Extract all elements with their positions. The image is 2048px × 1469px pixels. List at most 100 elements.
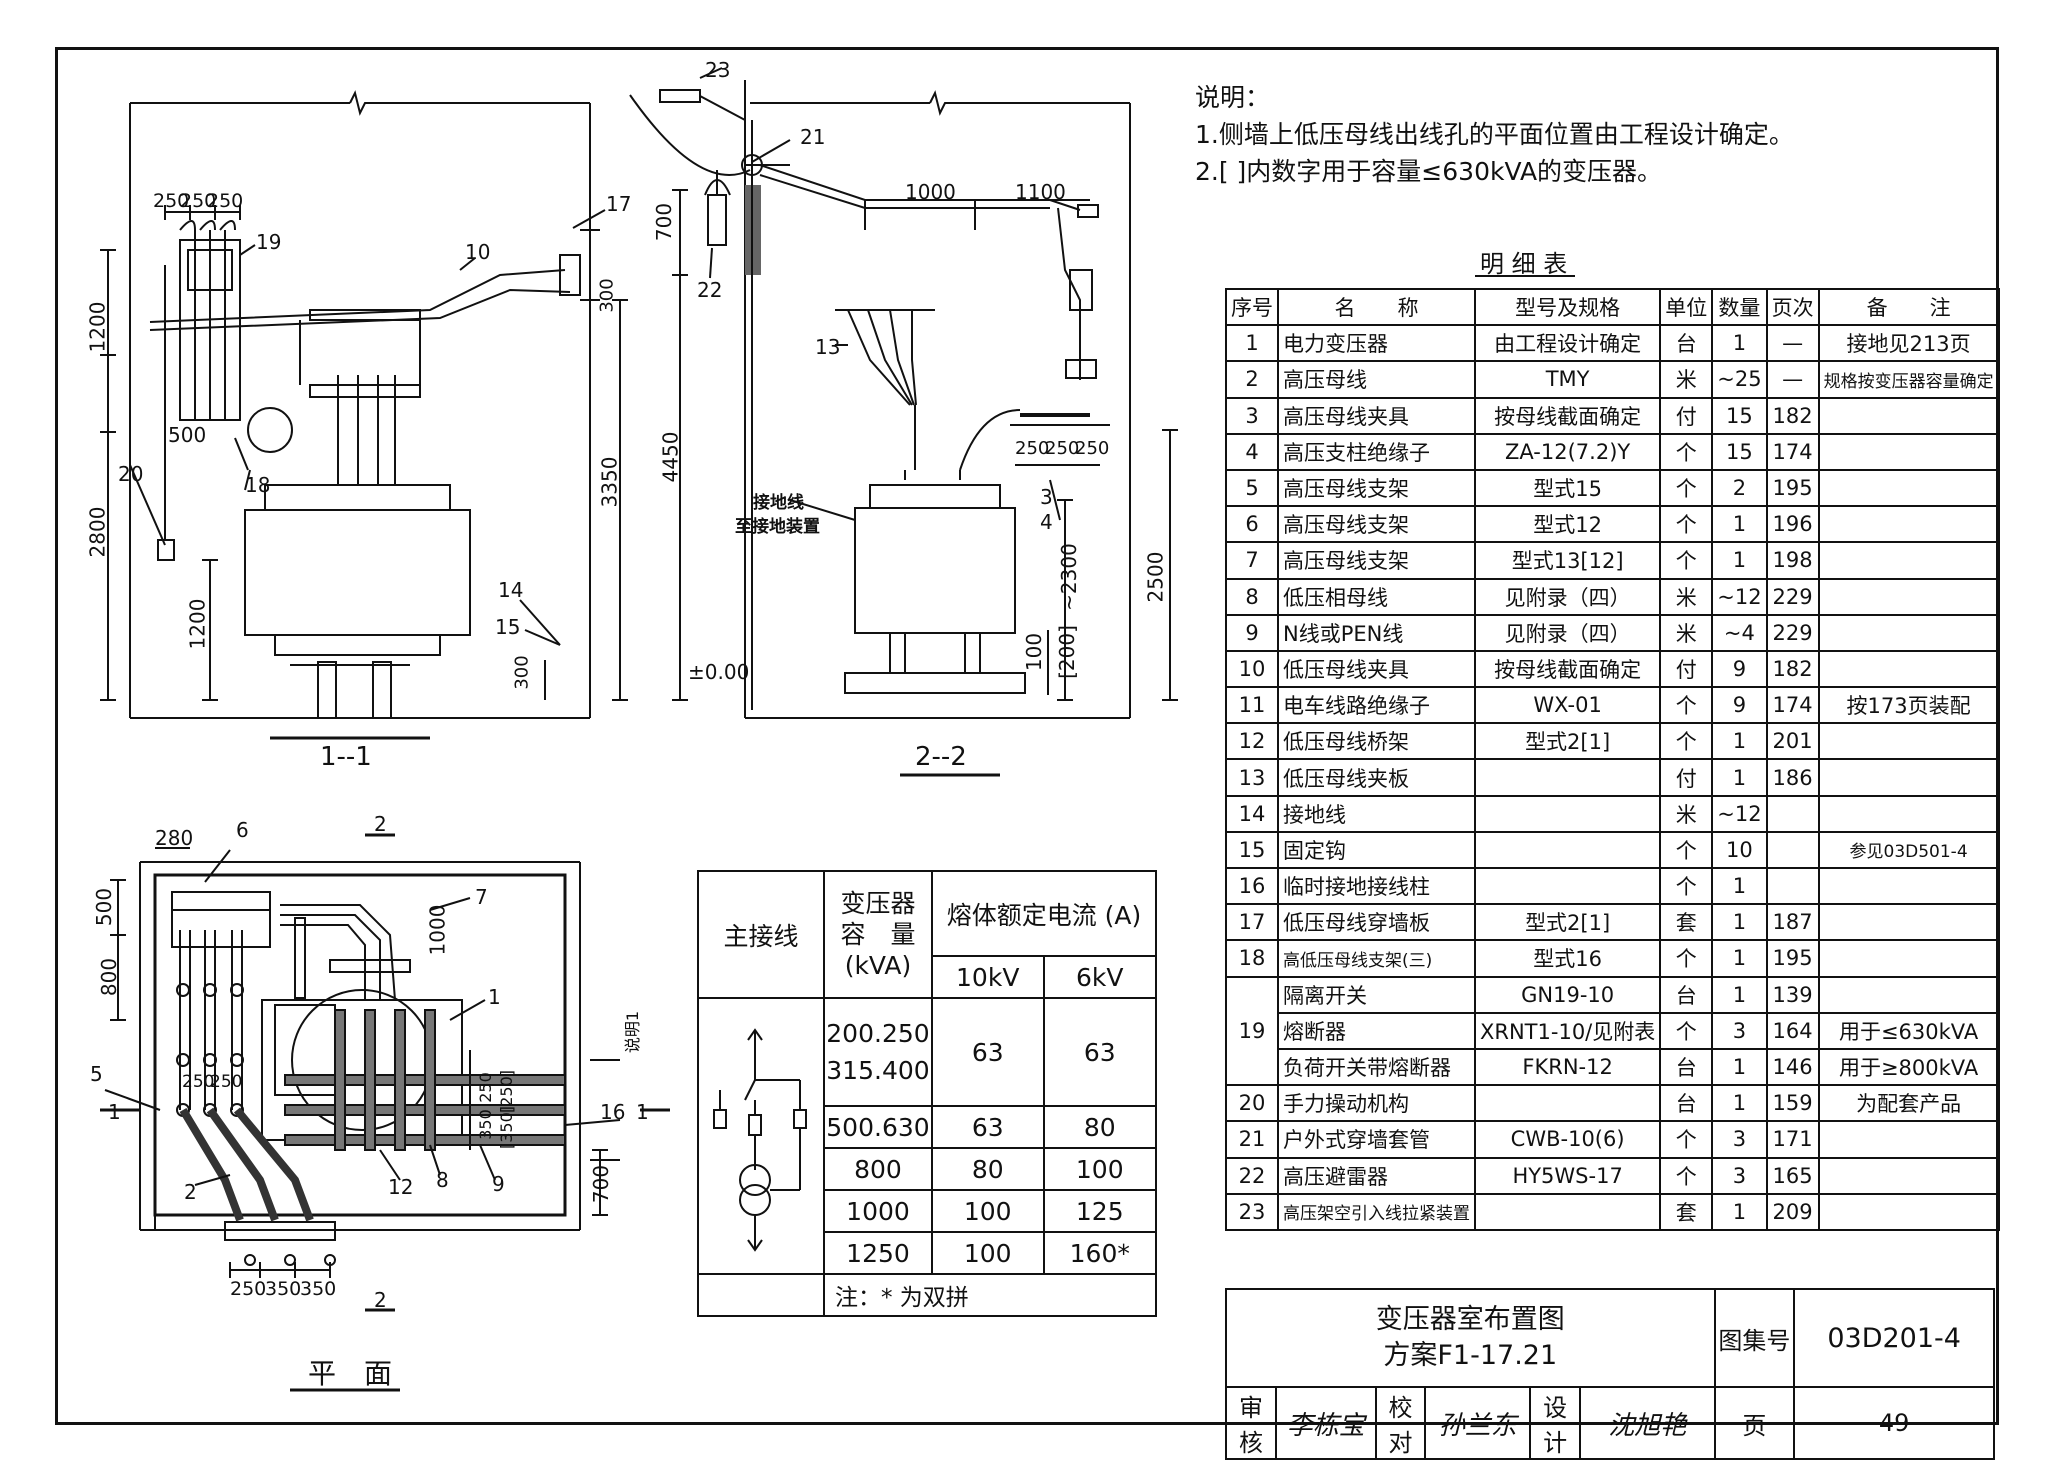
plan-dim-350-a: 350 xyxy=(475,1109,495,1140)
s1-dim-250-a: 250 xyxy=(153,190,190,212)
parts-cell-qty: 3 xyxy=(1711,1120,1768,1159)
plan-dim-250-c: 250 xyxy=(475,1072,495,1103)
parts-cell-no: 7 xyxy=(1225,541,1279,580)
s2-ground-text-2: 至接地装置 xyxy=(735,517,820,537)
s1-dim-1200-top: 1200 xyxy=(85,301,110,353)
parts-cell-page: 196 xyxy=(1765,505,1820,544)
parts-cell-qty: ~12 xyxy=(1711,794,1768,833)
kva-500-630: 500.630 xyxy=(823,1105,933,1149)
parts-cell-spec: ZA-12(7.2)Y xyxy=(1473,432,1662,471)
capacity-header-3: (kVA) xyxy=(844,951,912,981)
parts-cell-remark xyxy=(1817,613,2000,652)
capacity-header-1: 变压器 xyxy=(840,888,916,918)
parts-cell-page: 198 xyxy=(1765,541,1820,580)
plan-callout-5: 5 xyxy=(90,1062,103,1086)
s1-dim-1200-bottom: 1200 xyxy=(185,598,210,650)
a6-row-5: 160* xyxy=(1042,1231,1157,1275)
parts-cell-no: 19 xyxy=(1225,975,1279,1087)
plan-dim-250-a: 250 xyxy=(182,1072,215,1092)
parts-cell-no: 21 xyxy=(1225,1120,1279,1159)
parts-cell-remark xyxy=(1817,468,2000,508)
parts-cell-spec xyxy=(1473,1084,1662,1123)
parts-cell-unit: 个 xyxy=(1659,432,1714,471)
parts-cell-name: N线或PEN线 xyxy=(1277,613,1476,652)
parts-cell-remark xyxy=(1817,649,2000,689)
plan-drawing xyxy=(100,833,670,1392)
page-label: 页 xyxy=(1713,1386,1796,1460)
s1-callout-15: 15 xyxy=(495,615,521,639)
parts-cell-spec: 由工程设计确定 xyxy=(1473,324,1662,363)
parts-cell-remark xyxy=(1817,432,2000,471)
design-signature: 沈旭艳 xyxy=(1579,1386,1716,1460)
plan-section-mark-2-bottom: 2 xyxy=(374,1288,387,1312)
parts-cell-no: 5 xyxy=(1225,468,1279,508)
parts-cell-spec: CWB-10(6) xyxy=(1473,1120,1662,1159)
parts-cell-name: 熔断器 xyxy=(1277,1011,1476,1050)
header-spec: 型号及规格 xyxy=(1473,287,1662,327)
s1-callout-14: 14 xyxy=(498,578,524,602)
parts-cell-qty: 1 xyxy=(1711,324,1768,363)
parts-cell-qty: ~25 xyxy=(1711,360,1768,399)
plan-callout-16: 16 xyxy=(600,1100,626,1124)
capacity-header-2: 容 量 xyxy=(840,919,916,949)
parts-cell-spec: 型式15 xyxy=(1473,468,1662,508)
parts-cell-qty: 2 xyxy=(1711,468,1768,508)
a10-row-1: 63 xyxy=(930,997,1045,1107)
s2-callout-3: 3 xyxy=(1040,485,1053,509)
section-1-1-caption: 1--1 xyxy=(320,742,372,772)
parts-cell-name: 接地线 xyxy=(1277,794,1476,833)
atlas-number: 03D201-4 xyxy=(1793,1288,1995,1388)
parts-cell-spec: XRNT1-10/见附表 xyxy=(1473,1011,1662,1050)
s2-dim-4450: 4450 xyxy=(658,431,683,483)
s2-dim-250-c: 250 xyxy=(1075,438,1110,459)
kva-200-250: 200.250 xyxy=(826,1018,930,1048)
parts-cell-unit: 米 xyxy=(1659,613,1714,652)
parts-cell-spec xyxy=(1473,866,1662,906)
parts-cell-page: 209 xyxy=(1765,1192,1820,1231)
parts-cell-name: 低压母线穿墙板 xyxy=(1277,903,1476,942)
parts-cell-no: 2 xyxy=(1225,360,1279,399)
plan-section-mark-1-left: 1 xyxy=(108,1100,121,1124)
plan-section-mark-1-right: 1 xyxy=(636,1100,649,1124)
s1-callout-18: 18 xyxy=(245,473,271,497)
parts-cell-no: 22 xyxy=(1225,1156,1279,1195)
parts-cell-unit: 个 xyxy=(1659,1120,1714,1159)
parts-cell-name: 高压母线支架 xyxy=(1277,541,1476,580)
parts-cell-name: 电力变压器 xyxy=(1277,324,1476,363)
parts-cell-unit: 付 xyxy=(1659,758,1714,797)
parts-cell-name: 隔离开关 xyxy=(1277,975,1476,1014)
review-label: 审核 xyxy=(1225,1386,1277,1460)
parts-cell-qty: 1 xyxy=(1711,903,1768,942)
s2-callout-4: 4 xyxy=(1040,510,1053,534)
parts-cell-page: 146 xyxy=(1765,1047,1820,1087)
plan-dim-1000: 1000 xyxy=(425,904,450,956)
s1-dim-250-b: 250 xyxy=(180,190,217,212)
section-1-1-drawing xyxy=(100,90,628,740)
a10-row-3: 80 xyxy=(930,1147,1045,1191)
kva-1000: 1000 xyxy=(823,1189,933,1233)
plan-dim-350-bottom-b: 350 xyxy=(300,1278,337,1300)
s2-dim-250-a: 250 xyxy=(1015,438,1050,459)
parts-cell-page: 171 xyxy=(1765,1120,1820,1159)
parts-cell-name: 高压母线夹具 xyxy=(1277,396,1476,435)
parts-cell-qty: 1 xyxy=(1711,541,1768,580)
parts-cell-page: 182 xyxy=(1765,649,1820,689)
parts-cell-spec: 型式2[1] xyxy=(1473,903,1662,942)
s1-dim-2800: 2800 xyxy=(85,506,110,558)
s1-dim-3350: 3350 xyxy=(597,456,622,508)
section-2-2-drawing xyxy=(629,67,1178,777)
parts-cell-page: 174 xyxy=(1765,432,1820,471)
parts-cell-no: 8 xyxy=(1225,577,1279,616)
plan-callout-1: 1 xyxy=(488,985,501,1009)
